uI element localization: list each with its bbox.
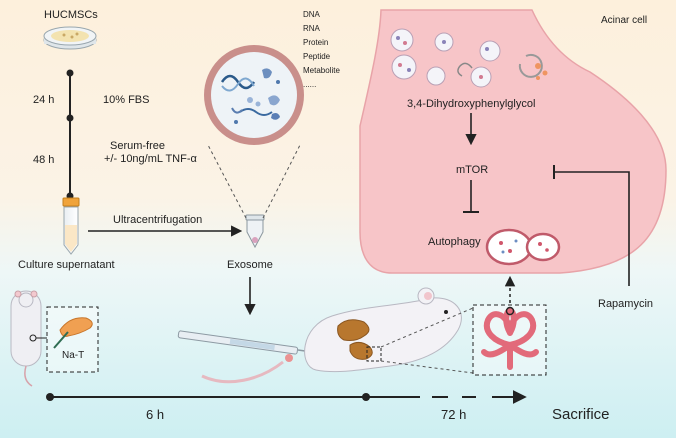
falcon-tube-icon <box>62 197 80 255</box>
mouse-body-icon <box>201 287 462 384</box>
exosome-label: Exosome <box>227 259 273 271</box>
process-label: Ultracentrifugation <box>113 214 203 226</box>
cell-source-label: HUCMSCs <box>44 9 98 21</box>
step1-condition-label: 10% FBS <box>103 94 150 106</box>
tissue-zoom-box <box>366 346 382 362</box>
microtube-icon <box>245 214 265 249</box>
pancreas-icon <box>53 317 93 349</box>
autophagosome-icon <box>485 228 561 266</box>
mouse-model-icon <box>10 290 42 387</box>
rapamycin-label: Rapamycin <box>598 298 654 310</box>
autophagy-label: Autophagy <box>428 236 481 248</box>
timeline-72h-label: 72 h <box>441 407 467 422</box>
cargo-item: Protein <box>303 38 329 47</box>
pancreas-inset-box <box>46 306 99 373</box>
exosome-magnified-icon <box>204 45 304 145</box>
cargo-item: RNA <box>303 24 320 33</box>
timeline-axis <box>46 390 527 404</box>
acinar-cell-label: Acinar cell <box>601 15 648 26</box>
step2-condition-line2: +/- 10ng/mL TNF-α <box>104 153 197 165</box>
mtor-inhibition-mark <box>463 180 479 213</box>
cargo-item: Metabolite <box>303 66 340 75</box>
vesicle-cluster-icon <box>390 28 548 88</box>
step1-time-label: 24 h <box>33 94 55 106</box>
cargo-item: DNA <box>303 10 320 19</box>
workflow-timeline <box>66 69 74 200</box>
acinus-icon <box>481 306 539 370</box>
inducer-label: Na-T <box>62 350 85 361</box>
culture-dish-icon <box>43 26 97 50</box>
cargo-item: ...... <box>303 80 317 89</box>
exosome-cargo-list: DNA RNA Protein Peptide Metabolite .....… <box>303 8 340 92</box>
timeline-sacrifice-label: Sacrifice <box>552 406 610 423</box>
rapamycin-inhibition-line <box>554 171 630 286</box>
step2-time-label: 48 h <box>33 154 55 166</box>
cargo-item: Peptide <box>303 52 331 61</box>
mtor-label: mTOR <box>456 164 489 176</box>
timeline-6h-label: 6 h <box>146 407 165 422</box>
step2-condition-line1: Serum-free <box>110 140 166 152</box>
syringe-icon <box>177 330 313 362</box>
collection-label: Culture supernatant <box>18 259 115 271</box>
compound-label: 3,4-Dihydroxyphenylglycol <box>407 98 536 110</box>
